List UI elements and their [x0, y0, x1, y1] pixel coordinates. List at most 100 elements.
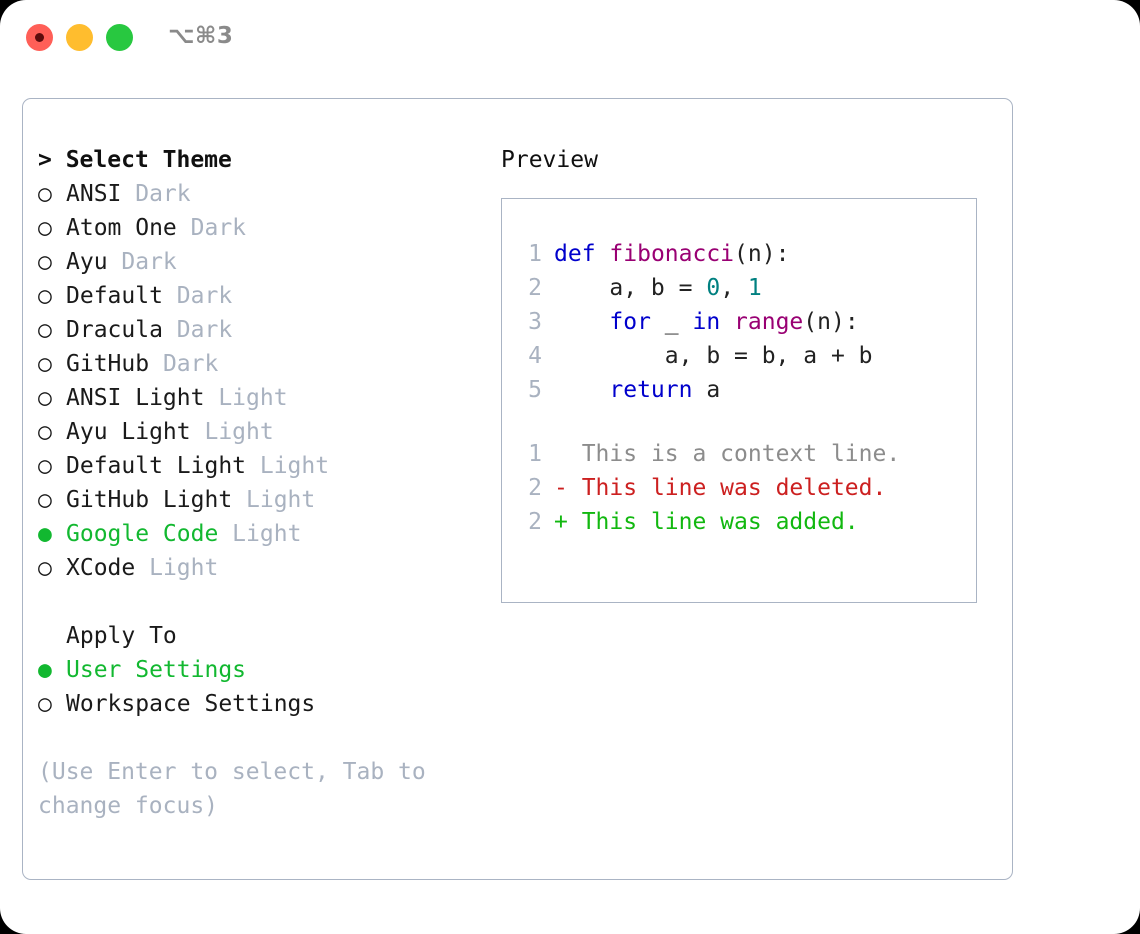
preview-title: Preview	[501, 147, 598, 173]
code-token: 1	[747, 275, 762, 301]
theme-variant-badge: Light	[246, 453, 330, 479]
radio-unselected-icon: ○	[38, 453, 52, 479]
theme-variant-badge: Light	[204, 385, 288, 411]
diff-sample: 1 This is a context line. 2- This line wa…	[502, 437, 976, 539]
theme-option-github-light[interactable]: ○ GitHub Light Light	[38, 483, 498, 517]
code-token: def	[554, 241, 596, 267]
theme-option-atom-one[interactable]: ○ Atom One Dark	[38, 211, 498, 245]
code-token: in	[692, 309, 721, 335]
main-panel: > Select Theme ○ANSI Dark○Atom One Dark○…	[22, 98, 1013, 880]
radio-unselected-icon: ○	[38, 487, 52, 513]
theme-option-label: GitHub Light	[66, 487, 233, 513]
theme-option-google-code[interactable]: ● Google Code Light	[38, 517, 498, 551]
diff-sign: -	[554, 475, 582, 501]
theme-option-label: Atom One	[66, 215, 177, 241]
code-token: range	[734, 309, 804, 335]
diff-text: This line was deleted.	[581, 475, 887, 501]
theme-option-ansi[interactable]: ○ANSI Dark	[38, 177, 498, 211]
line-number: 2	[528, 275, 542, 301]
theme-option-ayu-light[interactable]: ○ Ayu Light Light	[38, 415, 498, 449]
code-line: 3 for _ in range(n):	[502, 305, 976, 339]
hint-spacer	[38, 721, 498, 755]
theme-option-xcode[interactable]: ○XCode Light	[38, 551, 498, 585]
theme-option-label: Google Code	[66, 521, 219, 547]
theme-option-github[interactable]: ○GitHub Dark	[38, 347, 498, 381]
theme-option-label: ANSI	[66, 181, 122, 207]
apply-to-label: Apply To	[66, 623, 177, 649]
window-controls	[26, 24, 133, 51]
theme-option-label: Default	[66, 283, 163, 309]
code-token: (n):	[734, 241, 790, 267]
code-token: return	[609, 377, 693, 403]
code-token	[596, 241, 610, 267]
theme-variant-badge: Light	[218, 521, 302, 547]
list-spacer	[38, 585, 498, 619]
theme-list: ○ANSI Dark○Atom One Dark○Ayu Dark○Defaul…	[38, 177, 498, 585]
code-token: (n):	[803, 309, 859, 335]
code-token: for	[609, 309, 651, 335]
theme-option-default-light[interactable]: ○ Default Light Light	[38, 449, 498, 483]
radio-unselected-icon: ○	[38, 283, 52, 309]
diff-sign	[554, 441, 582, 467]
diff-sign: +	[554, 509, 582, 535]
minimize-button[interactable]	[66, 24, 93, 51]
theme-variant-badge: Light	[190, 419, 274, 445]
prompt-caret: >	[38, 147, 66, 173]
theme-option-label: ANSI Light	[66, 385, 205, 411]
apply-to-option-user-settings[interactable]: ●User Settings	[38, 653, 498, 687]
theme-option-default[interactable]: ○ Default Dark	[38, 279, 498, 313]
code-token: a	[692, 377, 721, 403]
radio-unselected-icon: ○	[38, 351, 52, 377]
theme-option-label: XCode	[66, 555, 136, 581]
radio-unselected-icon: ○	[38, 317, 52, 343]
code-token	[554, 309, 609, 335]
code-line: 1 def fibonacci(n):	[502, 237, 976, 271]
title-bar: ⌥⌘3	[0, 0, 1140, 78]
theme-variant-badge: Dark	[176, 215, 247, 241]
code-token: a, b =	[554, 275, 707, 301]
theme-option-label: Dracula	[66, 317, 163, 343]
diff-line: 2- This line was deleted.	[502, 471, 976, 505]
apply-to-option-workspace-settings[interactable]: ○Workspace Settings	[38, 687, 498, 721]
radio-unselected-icon: ○	[38, 691, 52, 717]
page-title-label: Select Theme	[65, 147, 232, 173]
code-token: fibonacci	[609, 241, 735, 267]
theme-variant-badge: Dark	[162, 283, 233, 309]
theme-variant-badge: Dark	[107, 249, 177, 275]
code-token: a, b = b, a + b	[554, 343, 873, 369]
diff-text: This is a context line.	[581, 441, 901, 467]
theme-option-ansi-light[interactable]: ○ANSI Light Light	[38, 381, 498, 415]
diff-text: This line was added.	[581, 509, 859, 535]
diff-line: 2+ This line was added.	[502, 505, 976, 539]
radio-selected-icon: ●	[38, 657, 52, 683]
theme-variant-badge: Light	[135, 555, 219, 581]
code-token: ,	[720, 275, 748, 301]
radio-unselected-icon: ○	[38, 215, 52, 241]
radio-unselected-icon: ○	[38, 181, 52, 207]
theme-variant-badge: Light	[232, 487, 316, 513]
code-line: 5 return a	[502, 373, 976, 407]
code-token: 0	[706, 275, 721, 301]
line-number: 1	[528, 241, 542, 267]
line-number: 4	[528, 343, 542, 369]
keyboard-shortcut-label: ⌥⌘3	[168, 23, 234, 49]
radio-unselected-icon: ○	[38, 419, 52, 445]
radio-unselected-icon: ○	[38, 249, 52, 275]
code-line: 2 a, b = 0, 1	[502, 271, 976, 305]
line-number: 3	[528, 309, 542, 335]
line-number: 1	[528, 441, 542, 467]
theme-option-dracula[interactable]: ○Dracula Dark	[38, 313, 498, 347]
code-token	[554, 377, 609, 403]
theme-option-label: Default Light	[66, 453, 247, 479]
radio-selected-icon: ●	[38, 521, 52, 547]
maximize-button[interactable]	[106, 24, 133, 51]
theme-option-label: Ayu Light	[66, 419, 191, 445]
theme-selector-column: > Select Theme ○ANSI Dark○Atom One Dark○…	[38, 143, 498, 823]
theme-option-ayu[interactable]: ○Ayu Dark	[38, 245, 498, 279]
diff-gap	[502, 407, 976, 437]
keyboard-hint: (Use Enter to select, Tab to change focu…	[38, 759, 440, 819]
close-button[interactable]	[26, 24, 53, 51]
